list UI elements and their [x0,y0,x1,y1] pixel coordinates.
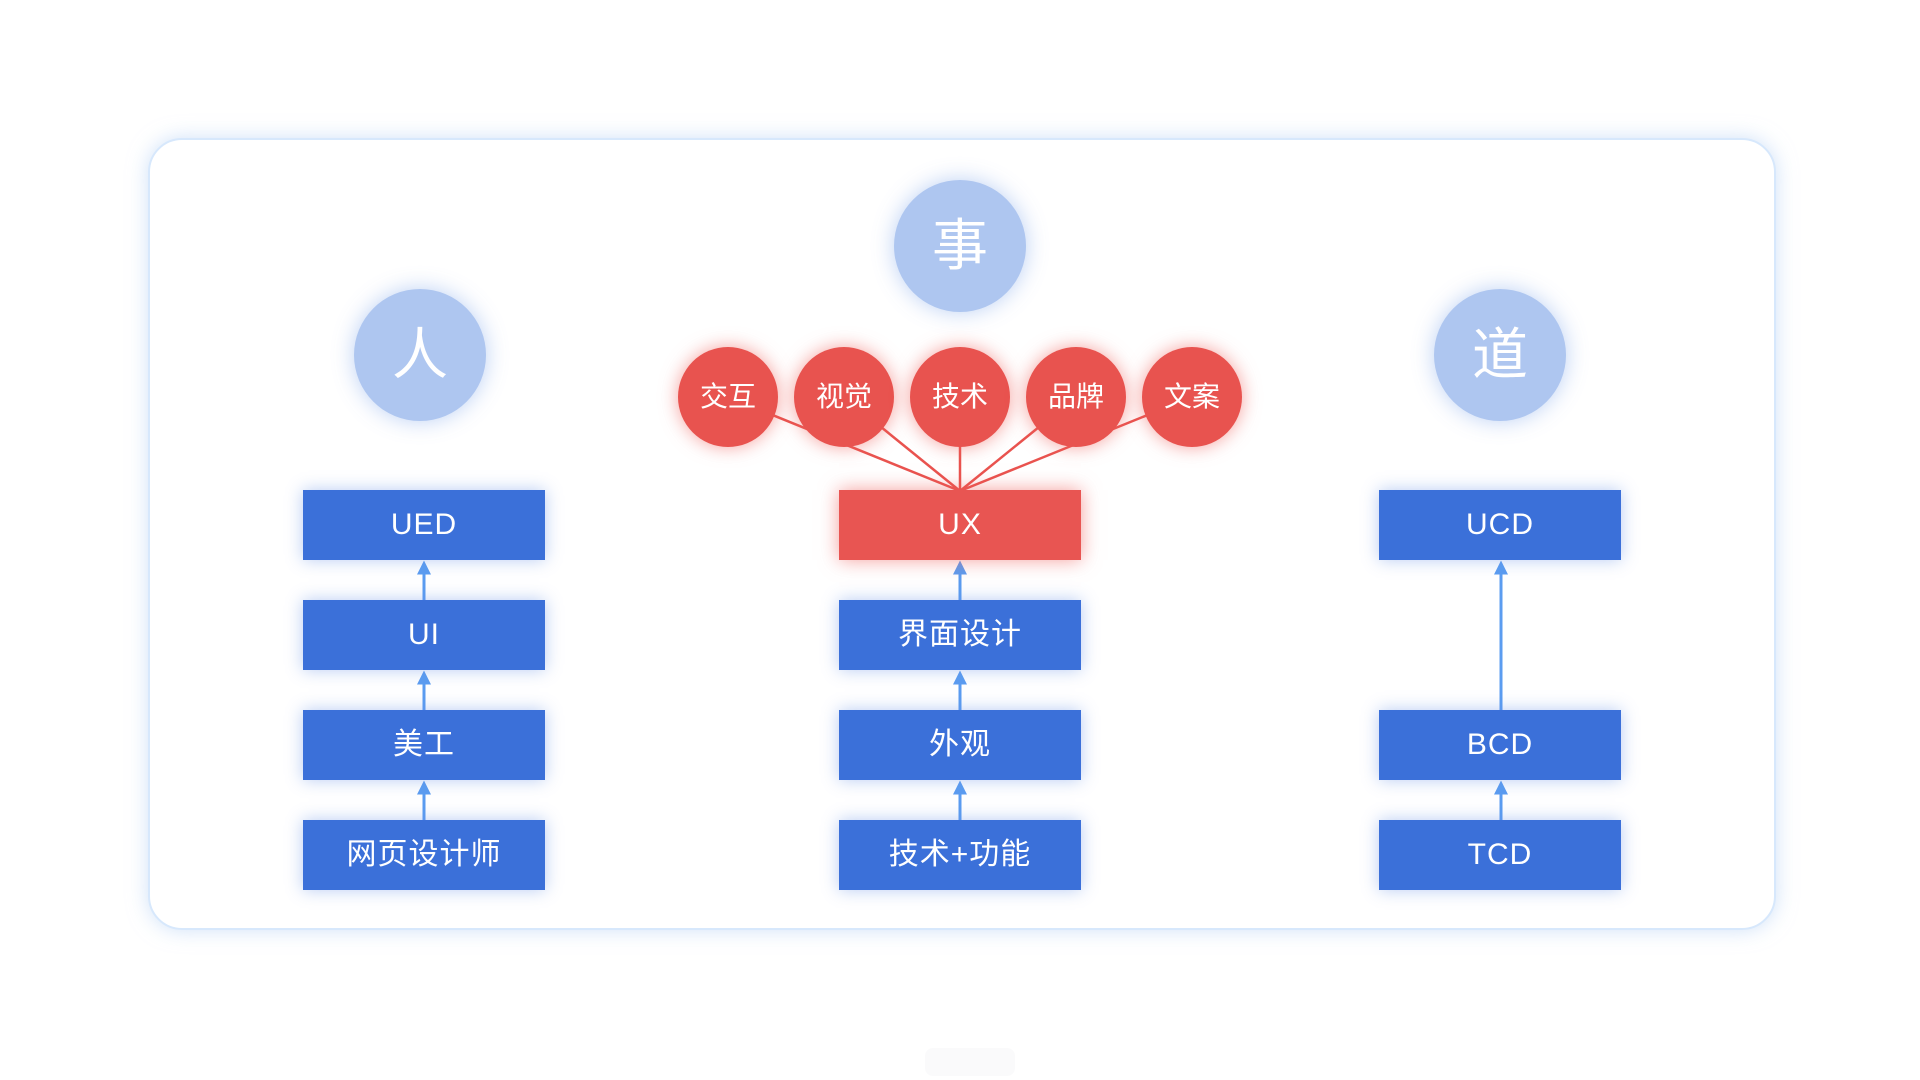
box-ui: UI [303,600,545,670]
factor-circle-interaction: 交互 [678,347,778,447]
box-bcd-label: BCD [1466,728,1534,761]
box-web-designer-label: 网页设计师 [346,838,502,871]
concept-circle-dao: 道 [1434,289,1566,421]
box-artworker: 美工 [303,710,545,780]
concept-circle-person: 人 [354,289,486,421]
factor-circle-brand-label: 品牌 [1047,381,1104,412]
factor-circle-copywriting-label: 文案 [1163,381,1220,412]
concept-circle-dao-label: 道 [1472,323,1528,386]
box-ued-label: UED [390,508,458,541]
box-tcd: TCD [1379,820,1621,890]
factor-circle-visual-label: 视觉 [815,381,872,412]
box-tech-function: 技术+功能 [839,820,1081,890]
concept-circle-matter: 事 [894,180,1026,312]
box-ui-label: UI [408,618,440,651]
box-ued: UED [303,490,545,560]
box-interface-design-label: 界面设计 [898,618,1022,651]
factor-circle-visual: 视觉 [794,347,894,447]
box-tech-function-label: 技术+功能 [888,838,1032,871]
factor-circle-interaction-label: 交互 [699,381,756,412]
box-web-designer: 网页设计师 [303,820,545,890]
box-tcd-label: TCD [1467,838,1533,871]
box-ucd-label: UCD [1466,508,1534,541]
box-bcd: BCD [1379,710,1621,780]
factor-circle-technology-label: 技术 [931,381,988,412]
concept-circle-person-label: 人 [392,323,448,386]
factor-circle-copywriting: 文案 [1142,347,1242,447]
box-interface-design: 界面设计 [839,600,1081,670]
box-appearance: 外观 [839,710,1081,780]
box-ux-label: UX [938,508,982,541]
factor-circle-technology: 技术 [910,347,1010,447]
concept-circle-matter-label: 事 [932,214,988,277]
box-appearance-label: 外观 [929,728,991,761]
box-ux: UX [839,490,1081,560]
factor-circle-brand: 品牌 [1026,347,1126,447]
box-ucd: UCD [1379,490,1621,560]
box-artworker-label: 美工 [393,728,455,761]
watermark [925,1048,1015,1076]
